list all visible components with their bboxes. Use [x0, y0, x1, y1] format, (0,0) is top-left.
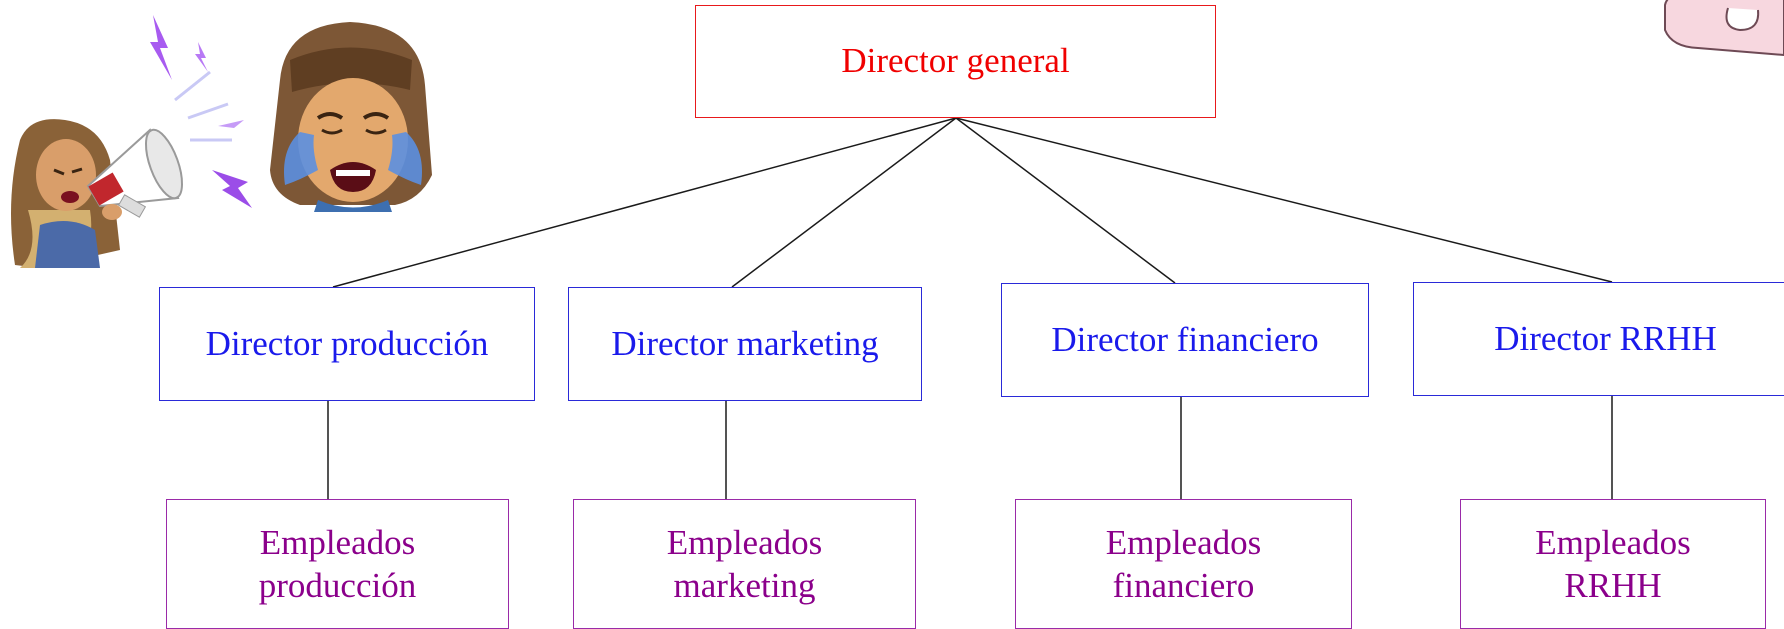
connector-root-rrhh: [955, 117, 1613, 283]
node-empleados-produccion-label: Empleados producción: [258, 523, 417, 605]
node-director-marketing-label: Director marketing: [611, 323, 879, 363]
node-director-financiero-label: Director financiero: [1051, 319, 1319, 359]
connector-root-produccion: [332, 117, 957, 288]
node-director-rrhh[interactable]: Director RRHH: [1413, 282, 1784, 396]
node-empleados-financiero-label: Empleados financiero: [1105, 523, 1262, 605]
node-director-financiero[interactable]: Director financiero: [1001, 283, 1369, 397]
node-director-produccion-label: Director producción: [205, 323, 489, 363]
megaphone-bitmoji-icon: [11, 15, 252, 268]
node-empleados-marketing-label: Empleados marketing: [666, 523, 823, 605]
node-empleados-rrhh[interactable]: Empleados RRHH: [1460, 499, 1766, 629]
node-empleados-marketing[interactable]: Empleados marketing: [573, 499, 916, 629]
connector-root-marketing: [731, 117, 957, 288]
node-empleados-financiero[interactable]: Empleados financiero: [1015, 499, 1352, 629]
node-empleados-rrhh-label: Empleados RRHH: [1535, 523, 1691, 605]
node-empleados-produccion[interactable]: Empleados producción: [166, 499, 509, 629]
pink-sticker-icon: [1664, 0, 1784, 57]
node-director-general-label: Director general: [841, 41, 1070, 81]
connector-root-financiero: [955, 117, 1176, 284]
node-director-rrhh-label: Director RRHH: [1494, 318, 1717, 358]
node-director-marketing[interactable]: Director marketing: [568, 287, 922, 401]
crying-bitmoji-icon: [270, 22, 432, 212]
node-director-produccion[interactable]: Director producción: [159, 287, 535, 401]
node-director-general[interactable]: Director general: [695, 5, 1216, 118]
org-chart-connectors: [11, 0, 1784, 499]
